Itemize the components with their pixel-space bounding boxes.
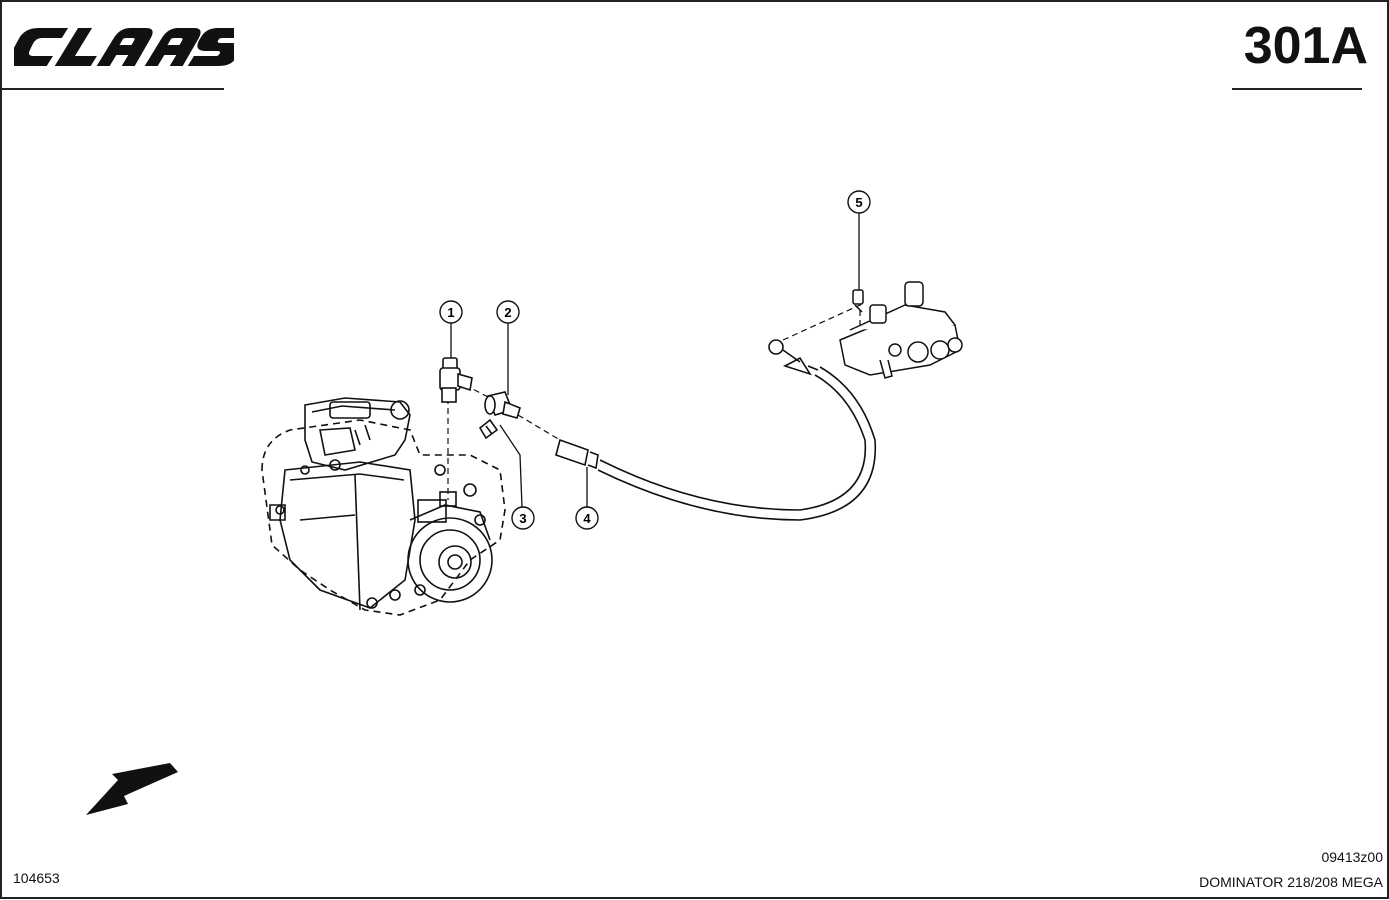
svg-text:5: 5 <box>855 195 862 210</box>
callout-1: 1 <box>439 300 463 324</box>
drawing-code: 09413z00 <box>1321 849 1383 865</box>
callout-5: 5 <box>847 190 871 214</box>
page-number: 301A <box>1243 17 1368 75</box>
header-rule-right <box>1232 88 1362 90</box>
svg-text:1: 1 <box>447 305 454 320</box>
drawing-id: 104653 <box>13 870 60 886</box>
callout-4: 4 <box>575 506 599 530</box>
part-3-adapter <box>478 418 499 440</box>
callout-leaders <box>450 213 860 508</box>
pump-housing <box>261 397 506 616</box>
model-name: DOMINATOR 218/208 MEGA <box>1199 874 1383 890</box>
header-rule-left <box>0 88 224 90</box>
part-4-hydraulic-hose <box>555 339 877 521</box>
part-2-pressure-fitting <box>484 391 521 419</box>
svg-text:3: 3 <box>519 511 526 526</box>
direction-arrow-icon <box>86 763 178 815</box>
svg-text:4: 4 <box>583 511 591 526</box>
part-1-elbow-fitting <box>439 357 473 403</box>
callout-3: 3 <box>511 506 535 530</box>
svg-text:2: 2 <box>504 305 511 320</box>
callout-2: 2 <box>496 300 520 324</box>
control-valve-block <box>839 281 963 379</box>
assembly-lines <box>447 300 861 500</box>
